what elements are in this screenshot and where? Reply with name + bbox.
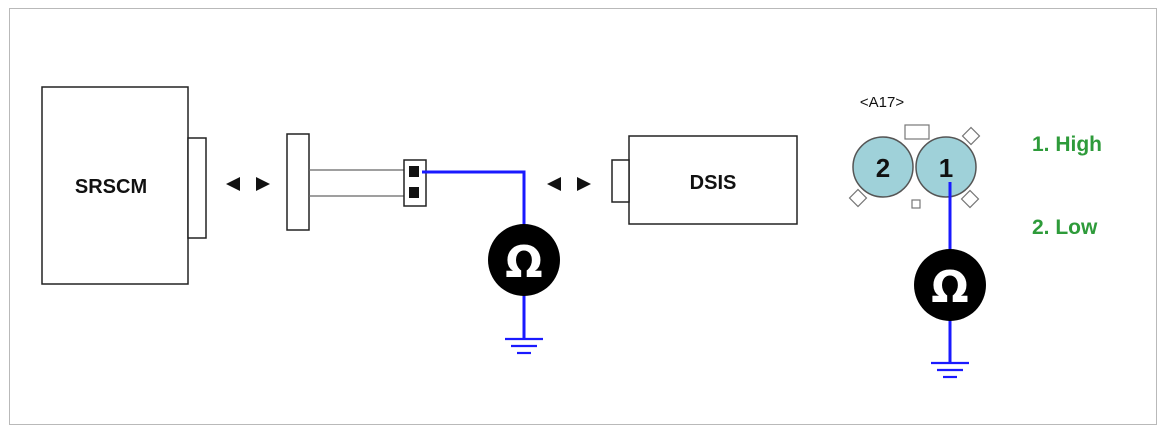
ohm-symbol: Ω <box>931 262 968 313</box>
diagram-frame <box>9 8 1157 425</box>
pin-1-label: 1 <box>939 153 953 183</box>
pin-2-label: 2 <box>876 153 890 183</box>
dsis-module: DSIS <box>611 135 798 225</box>
dsis-label: DSIS <box>690 172 737 194</box>
connector-id-label: <A17> <box>860 94 904 111</box>
ohmmeter-icon: Ω <box>488 224 560 296</box>
ground-icon <box>505 337 543 355</box>
test-lead-left <box>422 170 526 338</box>
connect-arrows-icon <box>547 177 591 191</box>
connect-arrows-icon <box>226 177 270 191</box>
srscm-label: SRSCM <box>75 176 147 198</box>
legend-low: 2. Low <box>1032 216 1098 239</box>
harness-connector <box>286 133 427 231</box>
srscm-module: SRSCM <box>41 86 207 285</box>
ohm-symbol: Ω <box>505 237 542 288</box>
ohmmeter-icon: Ω <box>914 249 986 321</box>
a17-connector: 2 1 <box>848 124 981 209</box>
ground-icon <box>931 361 969 379</box>
legend-high: 1. High <box>1032 133 1102 156</box>
